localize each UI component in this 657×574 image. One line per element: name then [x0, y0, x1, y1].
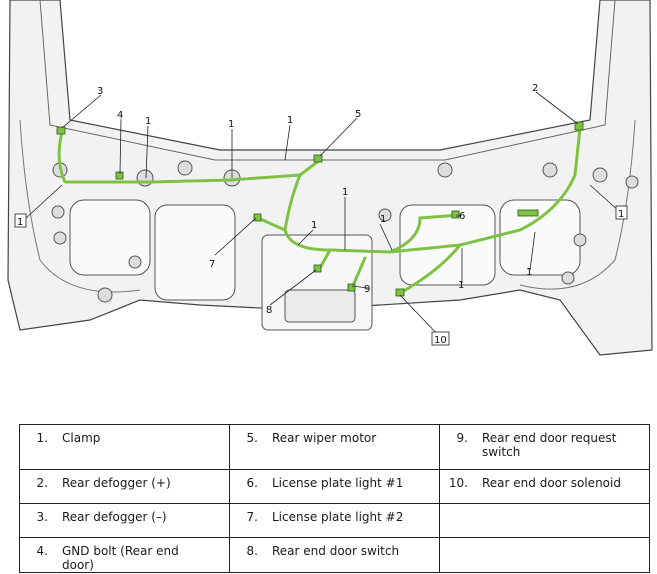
legend-number: 9.	[456, 431, 468, 445]
callout-5: 5	[355, 109, 361, 120]
legend-label: GND bolt (Rear end door)	[62, 544, 179, 572]
bolt-holes	[51, 160, 639, 303]
legend-label: Rear end door request switch	[482, 431, 617, 459]
legend-label: Rear end door switch	[272, 544, 400, 558]
legend-number: 10.	[448, 476, 468, 490]
legend-label: Clamp	[62, 431, 101, 445]
legend-number: 7.	[246, 510, 258, 524]
opening-right	[499, 199, 581, 276]
callout-1: 1	[380, 214, 386, 225]
rear-door-harness-diagram: 1 1 1 1 1 1 1 1 1 1 2 3 4 5 6 7 8 9 10	[7, 0, 653, 356]
inner-frame-right	[519, 119, 636, 290]
legend-number: 5.	[246, 431, 258, 445]
legend-number: 2.	[36, 476, 48, 490]
legend-cell: 2. Rear defogger (+)	[19, 469, 230, 504]
legend-number: 3.	[36, 510, 48, 524]
legend-cell: 10. Rear end door solenoid	[439, 469, 650, 504]
legend-number: 8.	[246, 544, 258, 558]
legend-row: 2. Rear defogger (+) 6. License plate ligh…	[19, 469, 650, 504]
legend-cell: 9. Rear end door request switch	[439, 424, 650, 470]
callout-10: 10	[434, 335, 447, 346]
callout-3: 3	[97, 86, 103, 97]
legend-cell: 1. Clamp	[19, 424, 230, 470]
legend-label: Rear defogger (+)	[62, 476, 171, 490]
legend-row: 3. Rear defogger (–) 7. License plate ligh…	[19, 503, 650, 538]
legend-label: Rear end door solenoid	[482, 476, 621, 490]
leader-lines	[24, 91, 621, 338]
callout-8: 8	[266, 305, 272, 316]
callout-7: 7	[209, 259, 215, 270]
opening-left	[69, 199, 151, 276]
callout-1: 1	[311, 220, 317, 231]
callout-1: 1	[458, 280, 464, 291]
callout-1: 1	[342, 187, 348, 198]
callout-1: 1	[228, 119, 234, 130]
callout-1: 1	[526, 267, 532, 278]
legend-label: License plate light #1	[272, 476, 404, 490]
callout-1: 1	[287, 115, 293, 126]
callout-1: 1	[145, 116, 151, 127]
legend-label: License plate light #2	[272, 510, 404, 524]
callout-6: 6	[459, 211, 465, 222]
legend-cell: 8. Rear end door switch	[229, 537, 440, 573]
legend-cell	[439, 503, 650, 538]
legend-row: 4. GND bolt (Rear end door) 8. Rear end do…	[19, 537, 650, 573]
callout-box-10	[431, 331, 450, 346]
legend-cell	[439, 537, 650, 573]
legend-number: 6.	[246, 476, 258, 490]
callout-4: 4	[117, 110, 123, 121]
legend-cell: 7. License plate light #2	[229, 503, 440, 538]
callout-2: 2	[532, 83, 538, 94]
legend-cell: 5. Rear wiper motor	[229, 424, 440, 470]
callout-1: 1	[17, 217, 23, 228]
callout-box-1	[14, 213, 27, 228]
glass-opening-edge	[39, 0, 616, 161]
callout-1: 1	[618, 209, 624, 220]
legend-number: 4.	[36, 544, 48, 558]
legend-label: Rear wiper motor	[272, 431, 377, 445]
opening-center-left	[154, 204, 236, 301]
legend-cell: 4. GND bolt (Rear end door)	[19, 537, 230, 573]
legend-number: 1.	[36, 431, 48, 445]
callout-box-1	[615, 205, 628, 220]
callout-labels: 1 1 1 1 1 1 1 1 1 1 2 3 4 5 6 7 8 9 10	[14, 83, 628, 346]
legend-cell: 3. Rear defogger (–)	[19, 503, 230, 538]
callout-9: 9	[364, 284, 370, 295]
connectors	[56, 121, 584, 297]
legend-label: Rear defogger (–)	[62, 510, 167, 524]
legend-row: 1. Clamp 5. Rear wiper motor 9. Rear end do…	[19, 424, 650, 470]
legend-table: 1. Clamp 5. Rear wiper motor 9. Rear end do…	[19, 424, 650, 573]
license-plate-recess	[284, 289, 356, 323]
legend-cell: 6. License plate light #1	[229, 469, 440, 504]
wire-harness	[57, 126, 582, 294]
